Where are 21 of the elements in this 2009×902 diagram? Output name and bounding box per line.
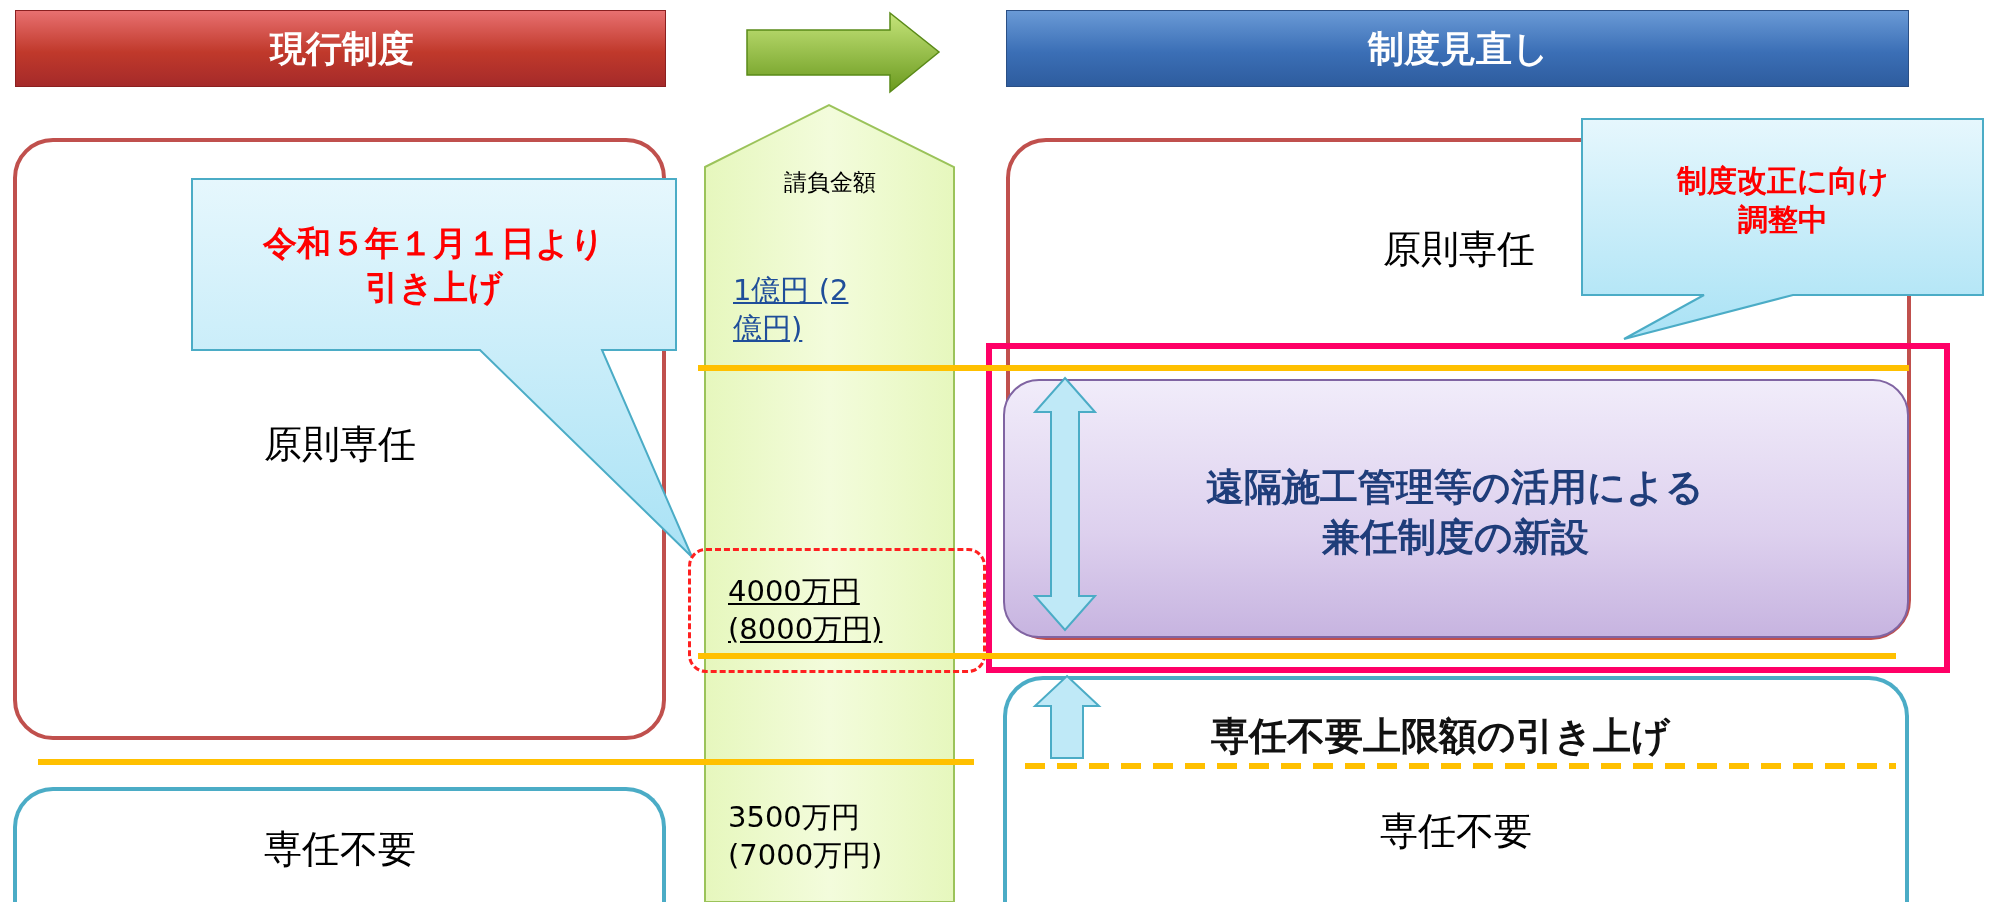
amount-label: 3500万円 (7000万円) — [728, 799, 884, 874]
box-label: 専任不要上限額の引き上げ — [1210, 713, 1670, 761]
box-label: 原則専任 — [1382, 226, 1535, 274]
highlight-frame — [986, 343, 1950, 673]
proposal-text: 遠隔施工管理等の活用による兼任制度の新設 — [1205, 464, 1705, 561]
amount-label: 1億円 (2億円) — [733, 272, 850, 347]
callout-text: 制度改正に向け調整中 — [1675, 162, 1890, 239]
box-label: 専任不要 — [1380, 808, 1532, 856]
proposal-box — [1003, 379, 1909, 638]
callout-text: 令和５年１月１日より引き上げ — [262, 221, 606, 309]
heading: 現行制度 — [269, 27, 414, 72]
box-label: 原則専任 — [263, 421, 416, 469]
heading: 制度見直し — [1368, 27, 1549, 72]
rule-box — [13, 787, 666, 902]
amount-label: 4000万円 (8000万円) — [728, 573, 884, 648]
block-arrow — [746, 11, 941, 94]
box-label: 専任不要 — [263, 826, 416, 874]
header-bar — [15, 10, 666, 87]
dashed-highlight-box — [688, 548, 986, 673]
column-heading: 請負金額 — [783, 168, 876, 198]
header-bar — [1006, 10, 1909, 87]
